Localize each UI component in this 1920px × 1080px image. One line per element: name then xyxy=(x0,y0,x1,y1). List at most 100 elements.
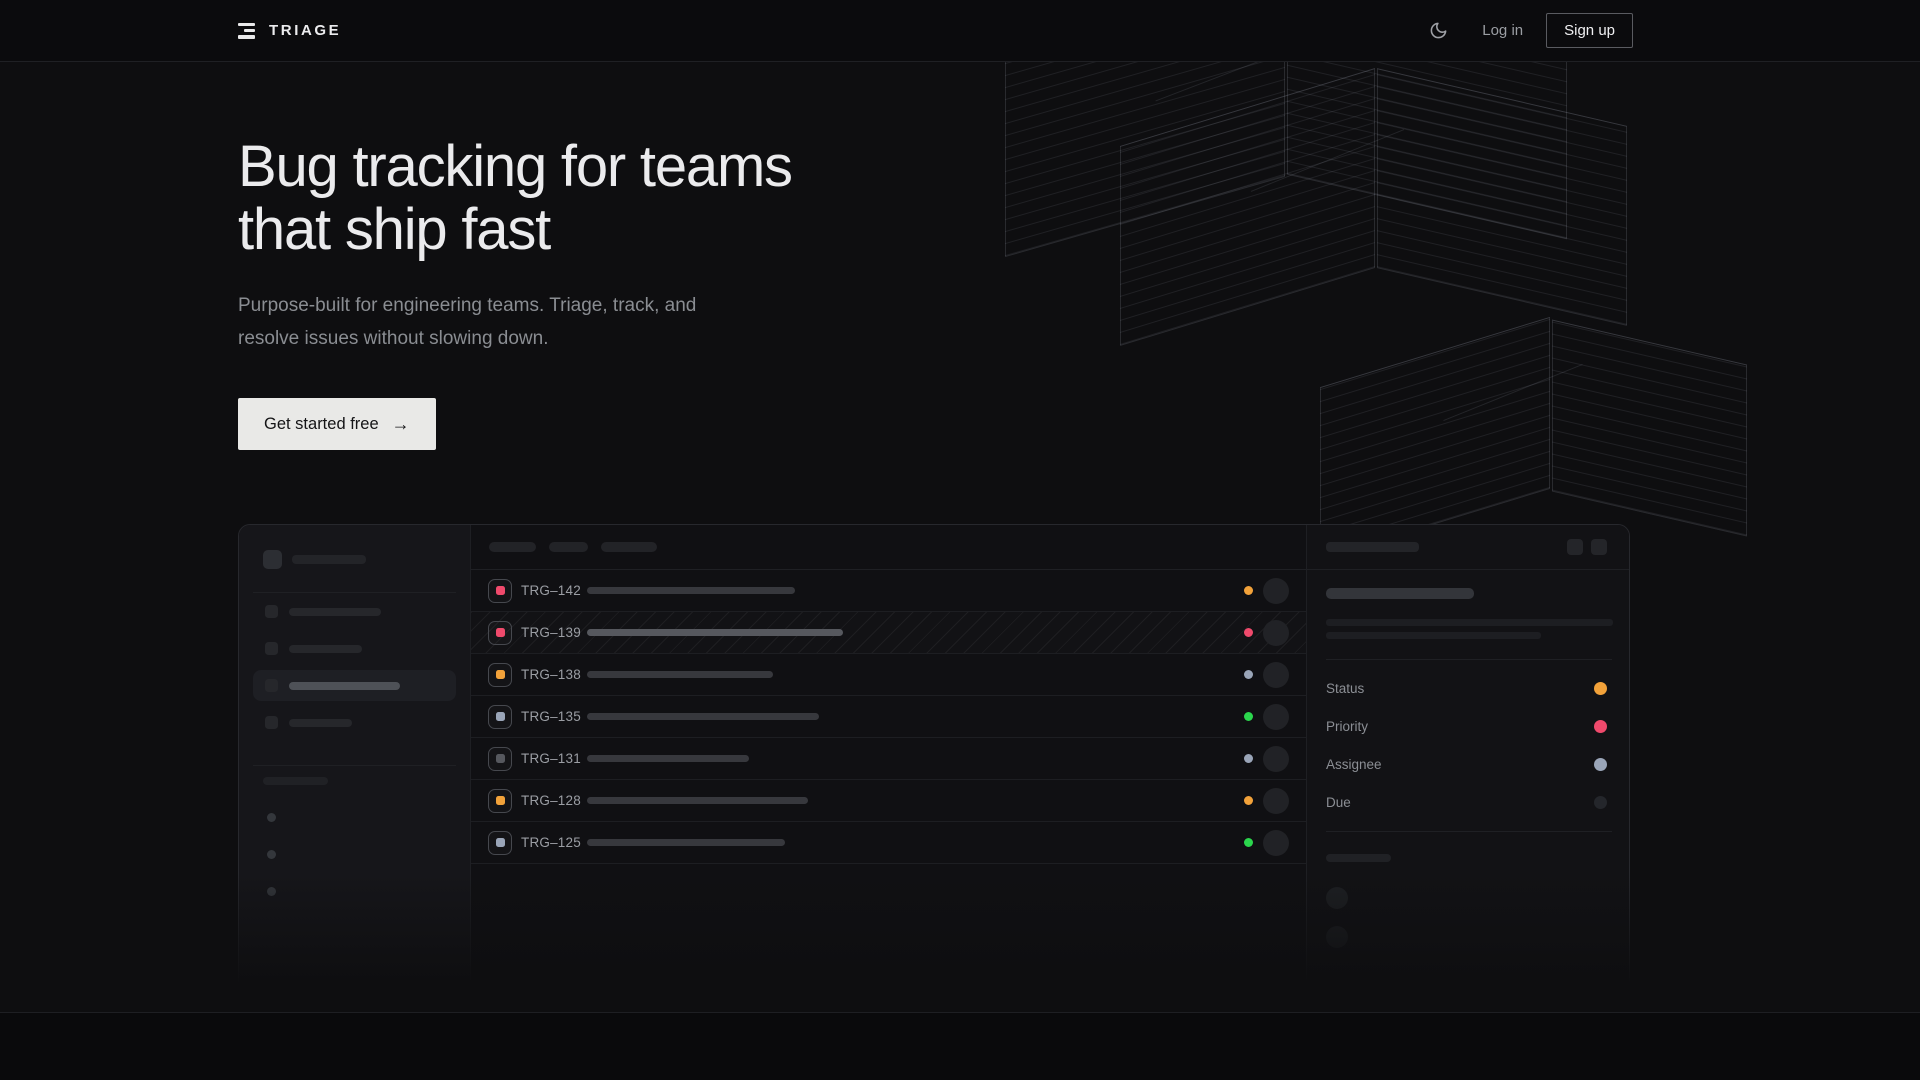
field-value-dot xyxy=(1594,795,1607,809)
detail-field-row: Status xyxy=(1307,669,1629,707)
status-dot xyxy=(1244,628,1253,637)
comment-avatar xyxy=(1326,887,1348,909)
issue-row: TRG–139 xyxy=(471,612,1306,654)
status-dot xyxy=(1244,754,1253,763)
issue-title-skeleton xyxy=(587,755,749,762)
sidebar-dot xyxy=(267,887,276,896)
issue-id: TRG–128 xyxy=(521,793,581,808)
assignee-avatar xyxy=(1263,577,1289,604)
status-dot xyxy=(1244,796,1253,805)
status-dot xyxy=(1244,586,1253,595)
issue-id: TRG–142 xyxy=(521,583,581,598)
status-dot xyxy=(1244,670,1253,679)
issue-type-icon xyxy=(488,662,512,687)
issue-type-icon xyxy=(488,620,512,645)
panel-action-icon xyxy=(1567,539,1583,555)
top-nav: TRIAGE Log in Sign up xyxy=(0,0,1920,62)
page-title: Bug tracking for teams that ship fast xyxy=(238,134,793,262)
sidebar-item xyxy=(253,593,456,630)
assignee-avatar xyxy=(1263,787,1289,814)
issue-row: TRG–142 xyxy=(471,570,1306,612)
theme-toggle-button[interactable] xyxy=(1425,17,1452,44)
get-started-button[interactable]: Get started free → xyxy=(238,398,436,450)
preview-sidebar xyxy=(239,525,471,1012)
issue-title-skeleton xyxy=(587,671,773,678)
field-label: Assignee xyxy=(1326,756,1382,772)
detail-field-row: Due xyxy=(1307,783,1629,821)
activity-label-skeleton xyxy=(1326,854,1391,862)
issue-title-skeleton xyxy=(587,629,843,636)
issue-row: TRG–131 xyxy=(471,738,1306,780)
sidebar-item-active xyxy=(253,670,456,701)
description-line-skeleton xyxy=(1326,619,1613,626)
issue-id: TRG–139 xyxy=(521,625,581,640)
sidebar-dot xyxy=(267,813,276,822)
detail-field-row: Priority xyxy=(1307,707,1629,745)
workspace-avatar xyxy=(263,550,282,569)
divider xyxy=(253,765,456,766)
issue-type-icon xyxy=(488,578,512,603)
signup-button[interactable]: Sign up xyxy=(1546,13,1633,48)
workspace-name-skeleton xyxy=(292,555,366,564)
divider xyxy=(253,592,456,593)
detail-fields: Status Priority Assignee Due xyxy=(1307,660,1629,821)
issue-id: TRG–138 xyxy=(521,667,581,682)
issue-row: TRG–125 xyxy=(471,822,1306,864)
workspace-switcher xyxy=(263,550,446,569)
sidebar-section-label-skeleton xyxy=(263,777,328,785)
assignee-avatar xyxy=(1263,703,1289,730)
status-dot xyxy=(1244,838,1253,847)
filter-tab-skeleton xyxy=(549,542,588,552)
description-line-skeleton xyxy=(1326,632,1541,639)
sidebar-item-icon xyxy=(265,679,278,692)
login-link[interactable]: Log in xyxy=(1482,22,1524,39)
issue-title-skeleton xyxy=(587,713,819,720)
field-value-dot xyxy=(1594,719,1607,733)
assignee-avatar xyxy=(1263,745,1289,772)
brand-name: TRIAGE xyxy=(269,22,342,39)
issue-title-skeleton xyxy=(1326,588,1474,599)
issue-detail-panel: Status Priority Assignee Due xyxy=(1307,525,1629,1012)
brand: TRIAGE xyxy=(238,22,341,39)
hero-subtitle: Purpose-built for engineering teams. Tri… xyxy=(238,295,697,349)
triage-logo-icon xyxy=(238,22,255,39)
issue-type-icon xyxy=(488,746,512,771)
issue-row: TRG–135 xyxy=(471,696,1306,738)
filter-tab-skeleton xyxy=(489,542,536,552)
moon-icon xyxy=(1430,22,1447,39)
field-value-dot xyxy=(1594,757,1607,771)
hero-section: Bug tracking for teams that ship fast Pu… xyxy=(0,62,1920,1013)
status-dot xyxy=(1244,712,1253,721)
sidebar-item xyxy=(253,704,456,741)
issue-type-icon xyxy=(488,788,512,813)
sidebar-item-icon xyxy=(265,605,278,618)
panel-action-icon xyxy=(1591,539,1607,555)
issue-id: TRG–131 xyxy=(521,751,581,766)
issue-row: TRG–138 xyxy=(471,654,1306,696)
issue-type-icon xyxy=(488,704,512,729)
issue-rows: TRG–142 TRG–139 TRG–138 TRG–135 TRG–131 xyxy=(471,570,1306,864)
issue-id: TRG–125 xyxy=(521,835,581,850)
issue-title-skeleton xyxy=(587,797,808,804)
assignee-avatar xyxy=(1263,661,1289,688)
field-label: Status xyxy=(1326,680,1365,696)
filter-tab-skeleton xyxy=(601,542,657,552)
detail-field-row: Assignee xyxy=(1307,745,1629,783)
field-label: Due xyxy=(1326,794,1351,810)
issue-id: TRG–135 xyxy=(521,709,581,724)
app-preview: TRG–142 TRG–139 TRG–138 TRG–135 TRG–131 xyxy=(238,524,1630,1012)
nav-actions: Log in Sign up xyxy=(1425,13,1633,48)
detail-header-skeleton xyxy=(1326,542,1419,552)
sidebar-dot xyxy=(267,850,276,859)
divider xyxy=(1326,659,1612,660)
divider xyxy=(1326,831,1612,832)
sidebar-item-icon xyxy=(265,642,278,655)
sidebar-item-icon xyxy=(265,716,278,729)
field-value-dot xyxy=(1594,681,1607,695)
sidebar-item xyxy=(253,630,456,667)
issue-title-skeleton xyxy=(587,587,795,594)
issue-row: TRG–128 xyxy=(471,780,1306,822)
issue-list: TRG–142 TRG–139 TRG–138 TRG–135 TRG–131 xyxy=(471,525,1307,1012)
assignee-avatar xyxy=(1263,619,1289,646)
footer xyxy=(0,1013,1920,1080)
